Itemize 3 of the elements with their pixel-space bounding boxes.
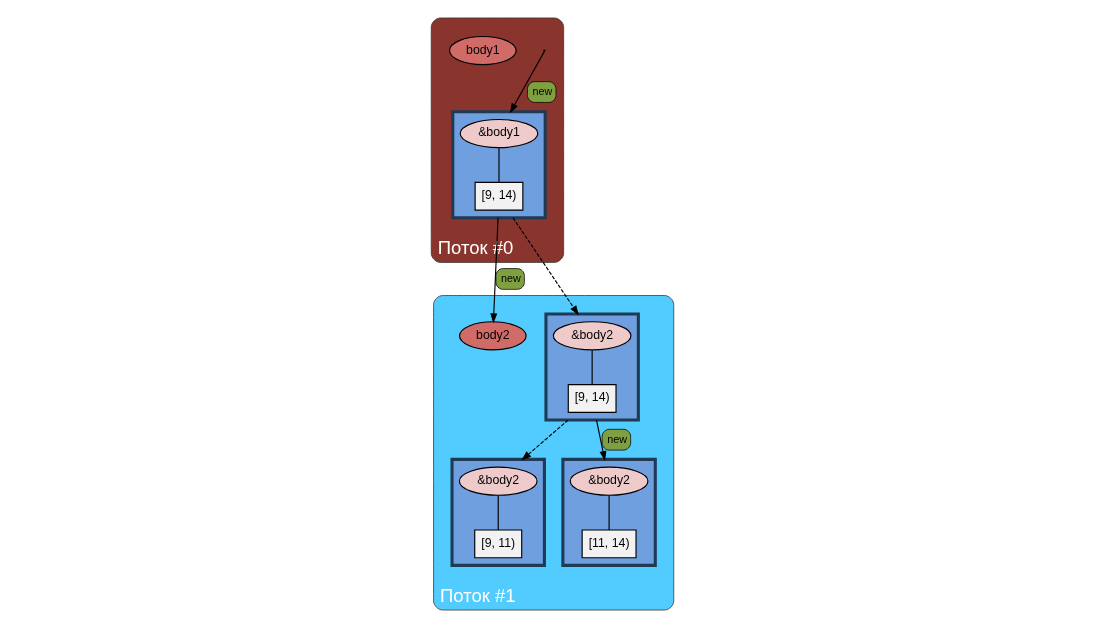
edge-label: new: [500, 272, 521, 285]
edge-label: new: [531, 85, 552, 98]
edge-label: new: [606, 432, 627, 445]
